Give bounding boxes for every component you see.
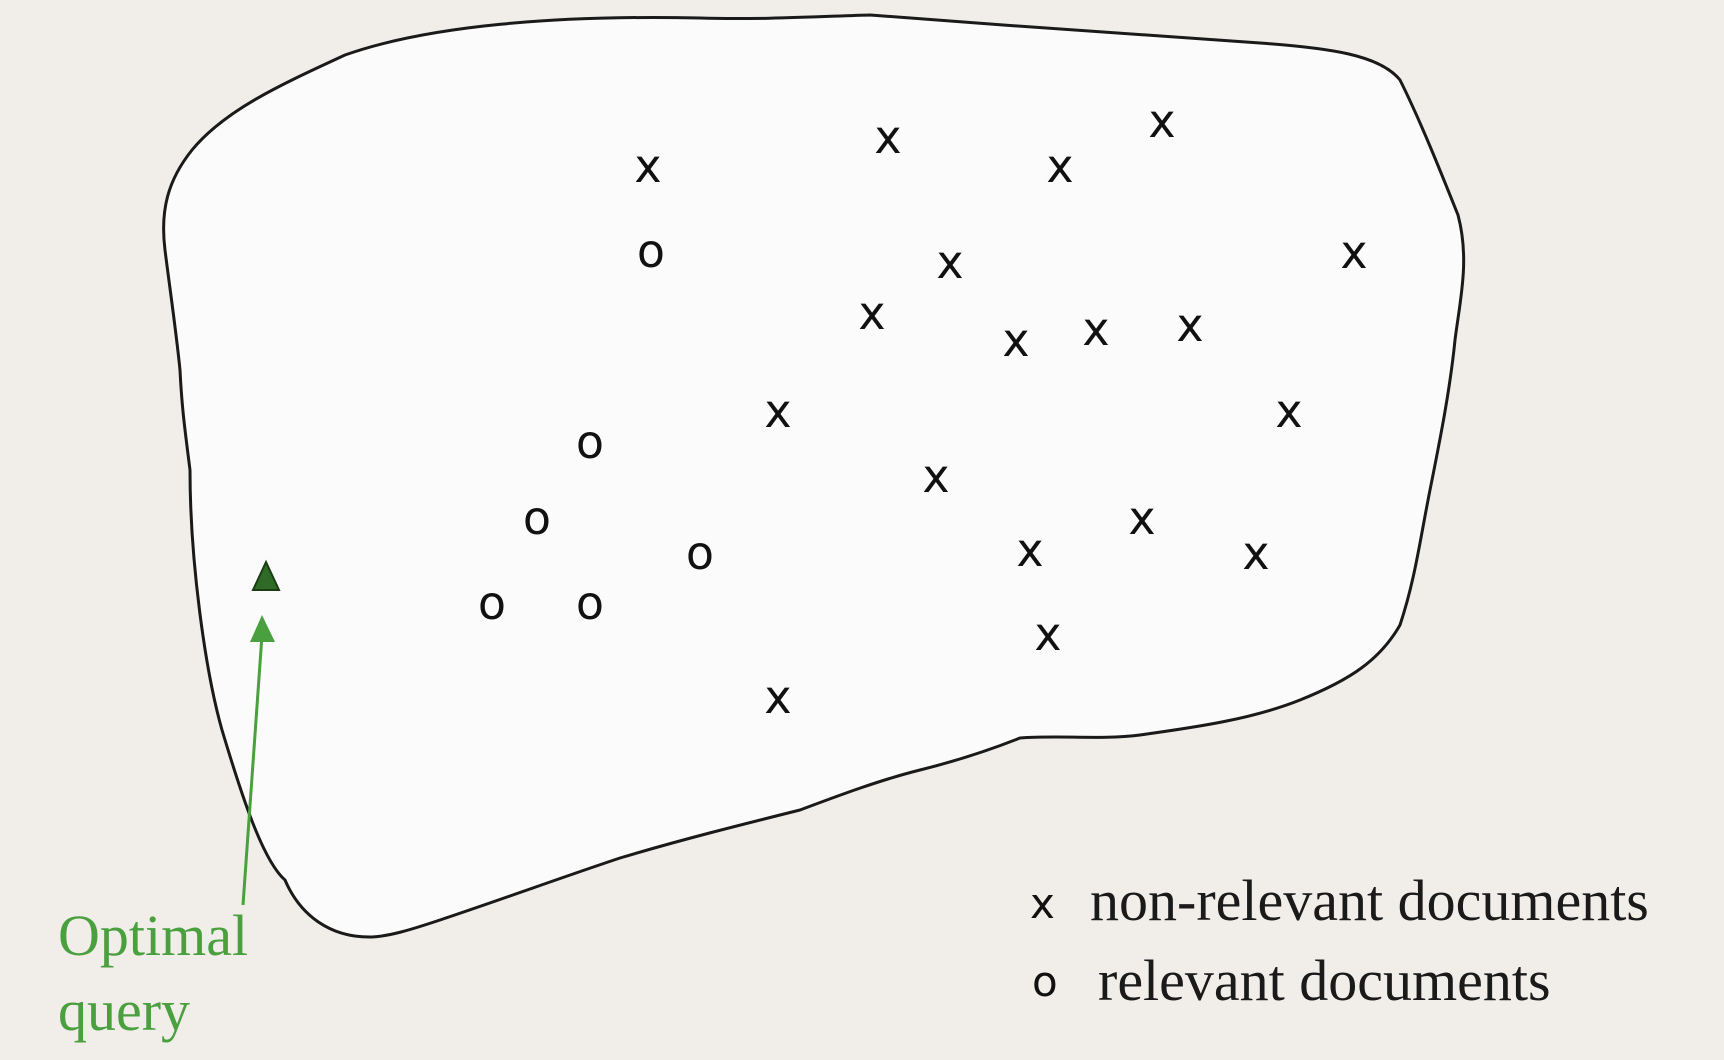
legend-relevant-label: relevant documents — [1098, 948, 1551, 1013]
nonrelevant-document-mark: x — [922, 449, 949, 503]
nonrelevant-document-mark: x — [1128, 491, 1155, 545]
nonrelevant-document-mark: x — [764, 384, 791, 438]
nonrelevant-document-mark: x — [1275, 384, 1302, 438]
relevant-document-mark: o — [478, 576, 506, 630]
nonrelevant-document-mark: x — [1082, 302, 1109, 356]
legend-relevant-symbol: o — [1032, 957, 1058, 1006]
relevant-document-mark: o — [686, 526, 714, 580]
optimal-query-arrow-line — [241, 634, 264, 906]
legend-nonrelevant-symbol: x — [1030, 879, 1055, 928]
relevant-document-mark: o — [523, 491, 551, 545]
nonrelevant-document-mark: x — [1242, 526, 1269, 580]
nonrelevant-document-mark: x — [1046, 139, 1073, 193]
nonrelevant-document-mark: x — [764, 670, 791, 724]
relevant-document-mark: o — [576, 576, 604, 630]
nonrelevant-document-mark: x — [858, 286, 885, 340]
nonrelevant-document-mark: x — [874, 110, 901, 164]
nonrelevant-document-mark: x — [1176, 298, 1203, 352]
relevant-document-mark: o — [637, 224, 665, 278]
optimal-query-marker — [251, 559, 281, 591]
optimal-query-arrow-head — [250, 615, 275, 642]
nonrelevant-document-mark: x — [1016, 523, 1043, 577]
nonrelevant-document-mark: x — [1002, 313, 1029, 367]
annotation-line-2: query — [58, 978, 190, 1043]
document-space-region — [162, 13, 1466, 939]
nonrelevant-document-mark: x — [1034, 607, 1061, 661]
nonrelevant-document-mark: x — [634, 139, 661, 193]
nonrelevant-document-mark: x — [1148, 94, 1175, 148]
annotation-line-1: Optimal — [58, 903, 248, 968]
nonrelevant-document-mark: x — [936, 235, 963, 289]
legend: x non-relevant documents o relevant docu… — [1030, 868, 1649, 1013]
nonrelevant-document-mark: x — [1340, 225, 1367, 279]
relevant-document-mark: o — [576, 415, 604, 469]
legend-nonrelevant-label: non-relevant documents — [1090, 868, 1649, 933]
